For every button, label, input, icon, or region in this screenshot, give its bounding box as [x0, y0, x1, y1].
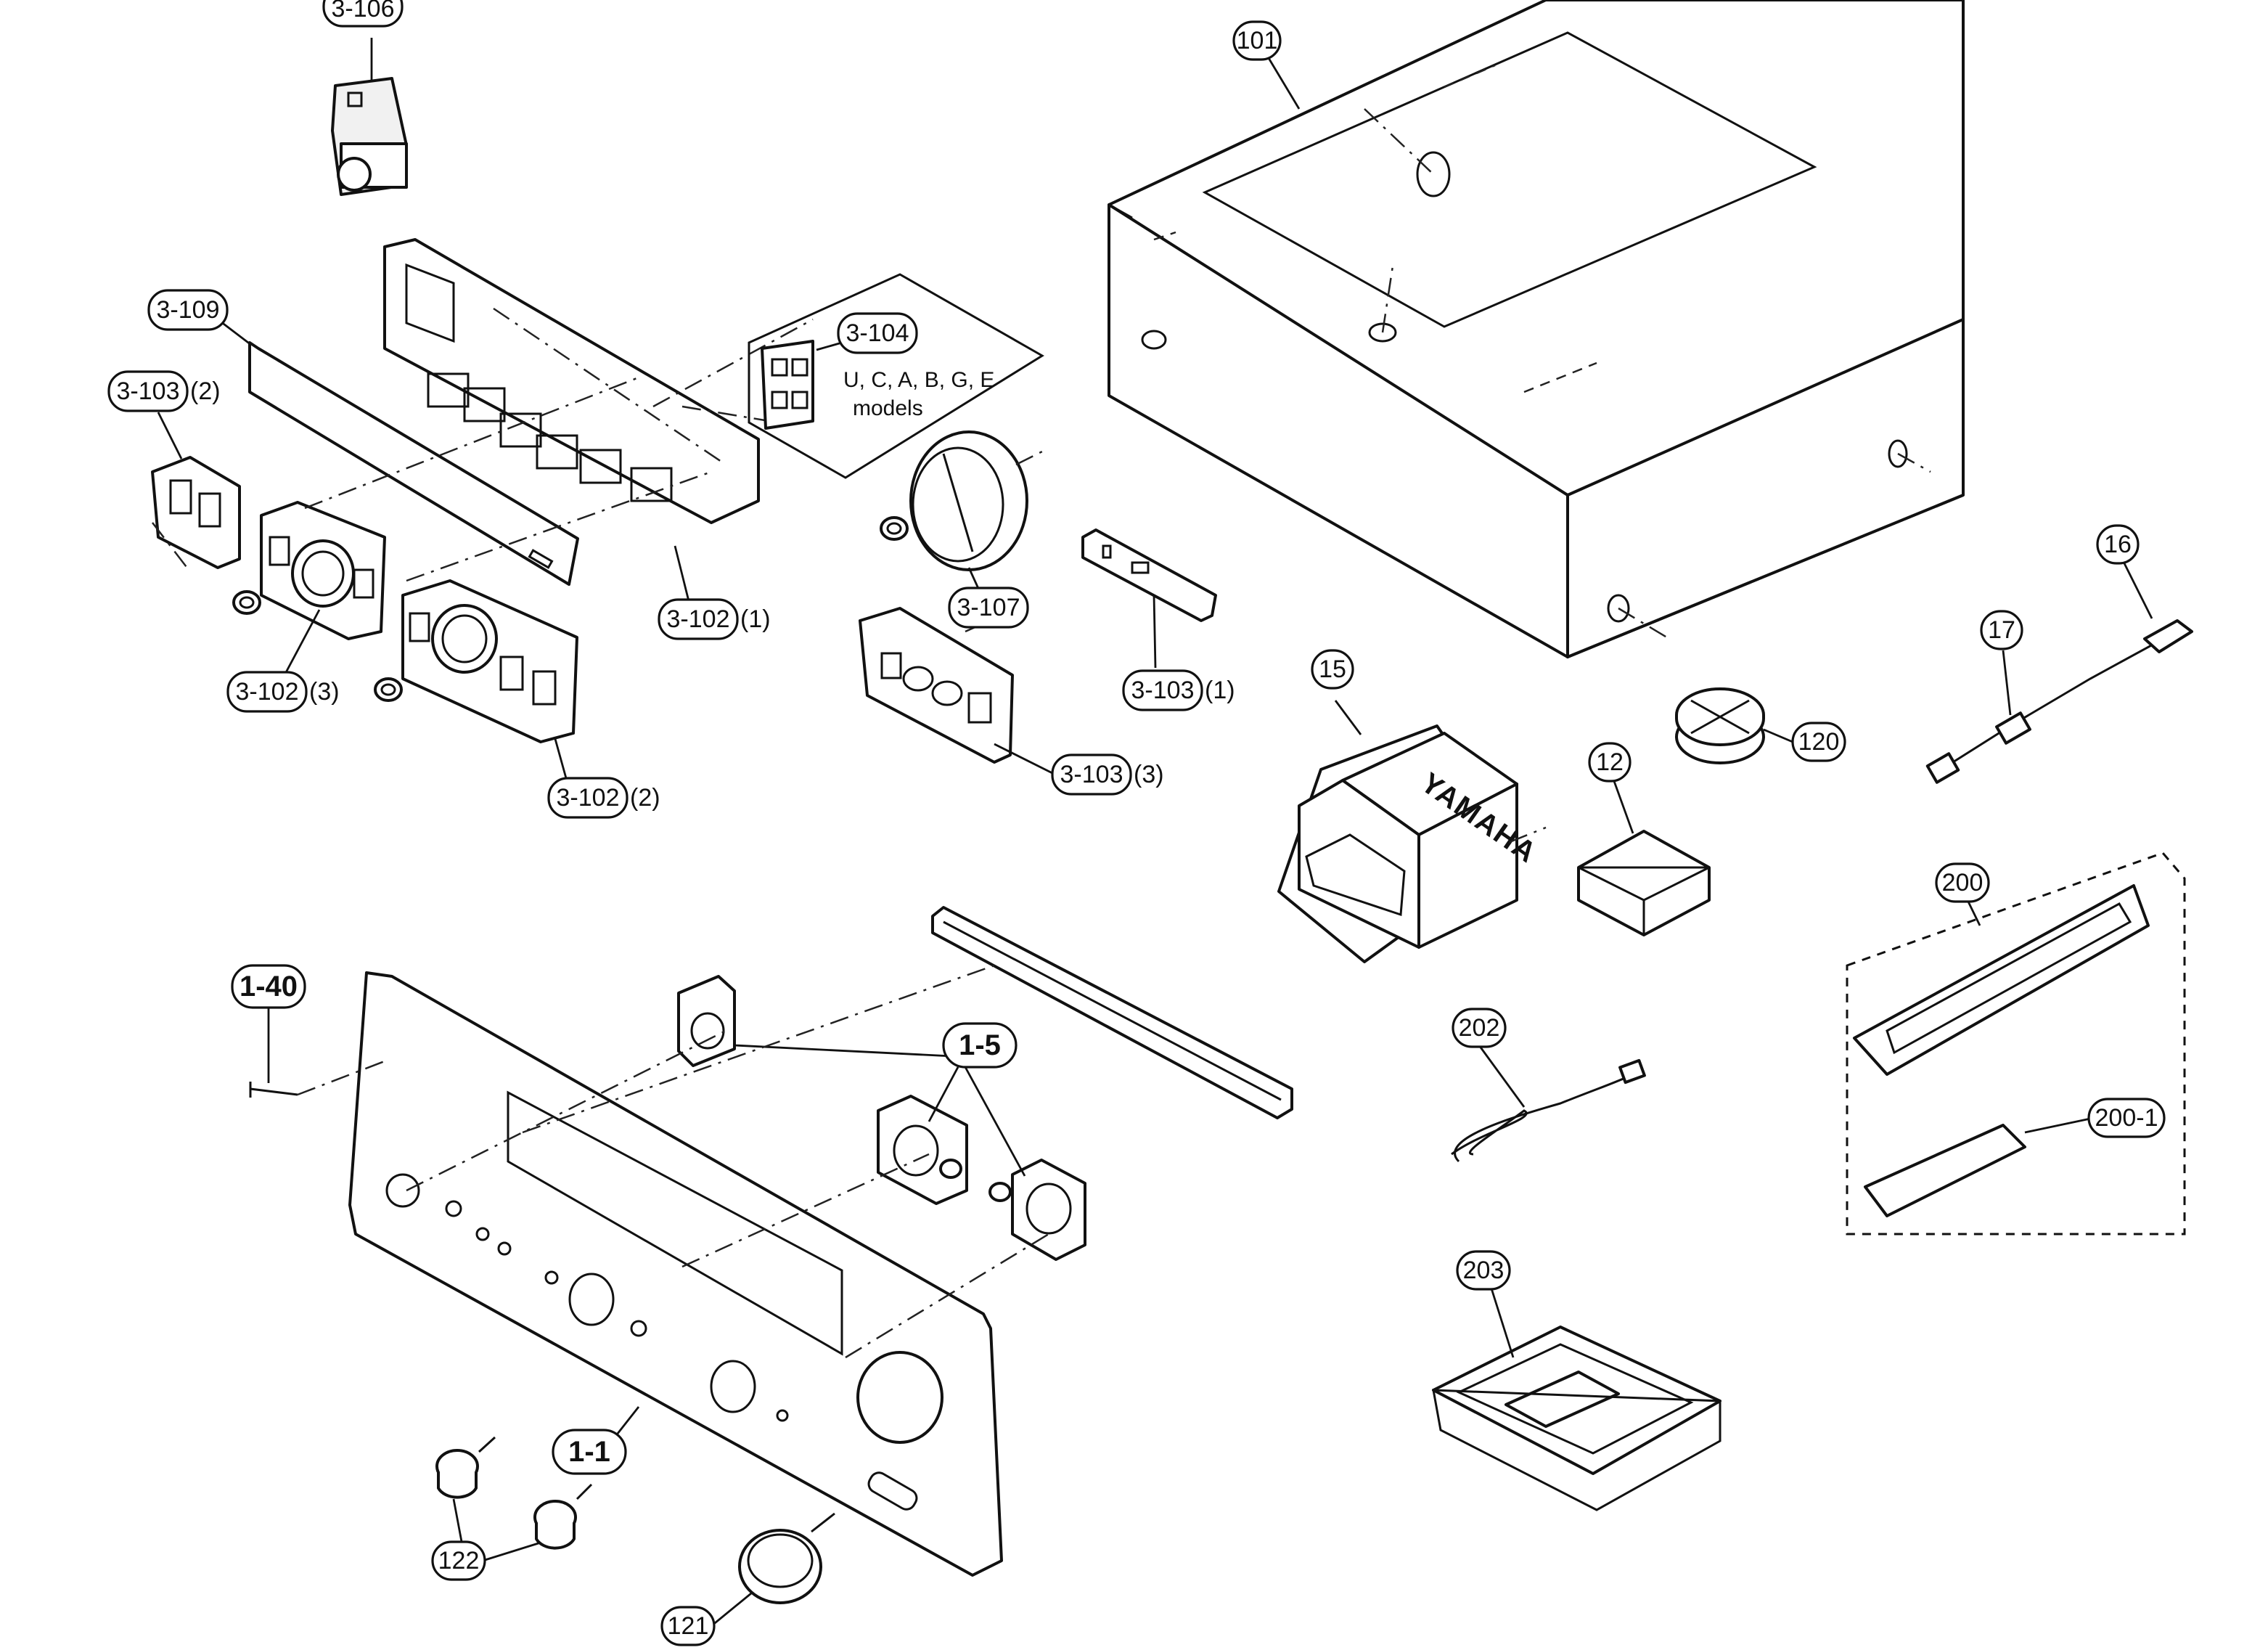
am-loop-antenna-part — [1432, 1288, 1722, 1511]
callout-3-103-2: 3-103 (2) — [107, 370, 221, 412]
callout-label: 1-40 — [240, 971, 298, 1002]
leader-3-102-1 — [674, 545, 691, 605]
callout-101: 101 — [1232, 20, 1301, 110]
callout-label: 120 — [1798, 728, 1840, 756]
front-top-bar-part — [931, 906, 1293, 1119]
callout-label: 121 — [668, 1612, 709, 1640]
callout-16: 16 — [2096, 524, 2140, 565]
callout-label: 3-102 — [667, 605, 730, 633]
callout-label: 15 — [1319, 655, 1346, 683]
power-transformer-part: YAMAHA — [1277, 700, 1547, 963]
callout-202: 202 — [1452, 1008, 1507, 1048]
callout-203: 203 — [1456, 1250, 1511, 1291]
top-cover-part — [1108, 0, 1965, 658]
dial-ring-part — [880, 430, 1046, 592]
callout-suffix: (2) — [630, 784, 660, 812]
callout-1-40: 1-40 — [231, 964, 306, 1009]
callout-label: 12 — [1596, 748, 1624, 776]
callout-15: 15 — [1311, 649, 1354, 690]
fuse-box-part — [1577, 772, 1711, 936]
small-bracket-part — [151, 412, 241, 571]
callout-200-1: 200-1 — [2087, 1098, 2166, 1138]
fm-antenna-cable-part — [1451, 1045, 1646, 1163]
callout-200: 200 — [1935, 862, 1990, 903]
callout-3-102-3: 3-102 (3) — [226, 671, 340, 713]
callout-label: 202 — [1459, 1014, 1500, 1042]
selector-switch-part — [331, 38, 408, 196]
callout-3-102-1: 3-102 (1) — [658, 598, 771, 640]
callout-label: 1-5 — [959, 1029, 1001, 1061]
callout-label: 3-104 — [846, 319, 909, 347]
callout-3-103-3: 3-103 (3) — [1051, 753, 1164, 796]
callout-label: 3-103 — [117, 377, 180, 405]
callout-121: 121 — [660, 1606, 716, 1646]
callout-suffix: (1) — [740, 605, 771, 633]
callout-120: 120 — [1791, 722, 1846, 762]
callout-label: 101 — [1237, 27, 1278, 54]
callout-suffix: (1) — [1205, 677, 1235, 704]
callout-3-107: 3-107 — [948, 587, 1029, 629]
callout-1-1: 1-1 — [552, 1429, 627, 1475]
callout-label: 3-106 — [332, 0, 395, 23]
callout-3-102-2: 3-102 (2) — [547, 777, 660, 819]
front-chassis-bracket-part — [383, 238, 814, 524]
callout-label: 16 — [2104, 531, 2132, 558]
callout-label: 3-103 — [1131, 677, 1195, 704]
volume-knob-part — [711, 1512, 835, 1627]
knob-bracket-right-part — [304, 376, 712, 792]
model-note-line1: U, C, A, B, G, E — [843, 368, 994, 392]
callout-suffix: (3) — [309, 678, 340, 706]
model-detail-box: U, C, A, B, G, E models — [748, 273, 1044, 479]
long-bracket-part — [1081, 528, 1217, 669]
model-note-line2: models — [853, 396, 923, 420]
callout-label: 122 — [438, 1547, 480, 1575]
callout-label: 3-102 — [557, 784, 620, 812]
remote-control-part — [1846, 851, 2186, 1236]
callout-3-109: 3-109 — [147, 289, 229, 331]
input-bracket-part — [859, 601, 1053, 775]
callout-label: 3-102 — [236, 678, 299, 706]
callout-label: 3-103 — [1060, 761, 1123, 788]
knob-bracket-left-part — [232, 501, 386, 676]
power-cord-part — [1925, 552, 2193, 784]
callout-label: 17 — [1988, 616, 2015, 644]
callout-17: 17 — [1980, 610, 2023, 650]
callout-label: 3-109 — [157, 296, 220, 324]
callout-suffix: (3) — [1134, 761, 1164, 788]
callout-3-106: 3-106 — [322, 0, 404, 28]
callout-122: 122 — [431, 1540, 486, 1581]
callout-3-104: 3-104 — [837, 312, 918, 354]
callout-label: 200-1 — [2095, 1104, 2158, 1132]
callout-1-5: 1-5 — [942, 1022, 1018, 1069]
callout-3-103-1: 3-103 (1) — [1122, 669, 1235, 711]
callout-suffix: (2) — [190, 377, 221, 405]
callout-label: 3-107 — [957, 594, 1020, 621]
callout-label: 200 — [1942, 869, 1984, 897]
indicator-window-parts — [406, 964, 1086, 1359]
rubber-foot-part — [1675, 687, 1793, 764]
screw-part — [249, 1008, 389, 1098]
callout-label: 1-1 — [568, 1436, 610, 1468]
front-panel-part — [348, 971, 1003, 1577]
callout-label: 203 — [1463, 1257, 1505, 1284]
callout-12: 12 — [1588, 742, 1632, 783]
push-button-parts — [435, 1436, 593, 1562]
